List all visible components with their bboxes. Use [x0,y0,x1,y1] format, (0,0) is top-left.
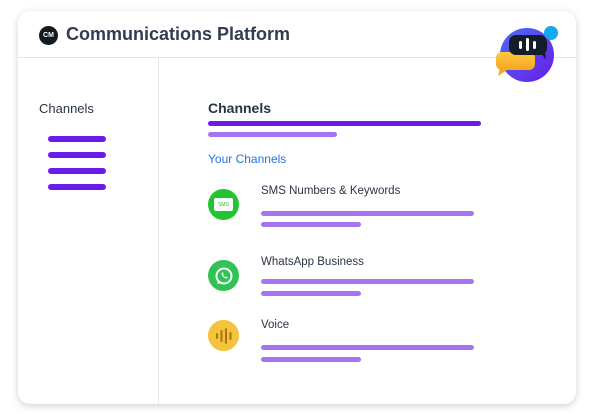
placeholder-bar [261,279,474,284]
placeholder-bar [261,291,361,296]
channel-label: WhatsApp Business [261,256,364,268]
hamburger-menu-icon[interactable] [48,136,106,200]
sidebar-label: Channels [39,101,94,116]
platform-window: CM Communications Platform Channels Chan… [18,11,576,404]
subtitle-bar [208,132,337,137]
sms-icon-text: SMS [214,198,233,211]
cm-logo: CM [39,26,58,45]
channel-label: Voice [261,319,290,331]
placeholder-bar [261,357,361,362]
title-bar [208,121,481,126]
whatsapp-icon [208,260,239,291]
header: CM Communications Platform [18,11,576,58]
chat-bubbles-icon [496,26,558,82]
sms-icon: SMS [208,189,239,220]
page-title: Communications Platform [66,24,291,44]
your-channels-link[interactable]: Your Channels [208,152,287,166]
sidebar: Channels [18,58,159,404]
placeholder-bar [261,211,474,216]
voice-waveform-icon [208,320,239,351]
placeholder-bar [261,345,474,350]
placeholder-bar [261,222,361,227]
main-title: Channels [208,100,272,116]
channel-label: SMS Numbers & Keywords [261,185,401,197]
